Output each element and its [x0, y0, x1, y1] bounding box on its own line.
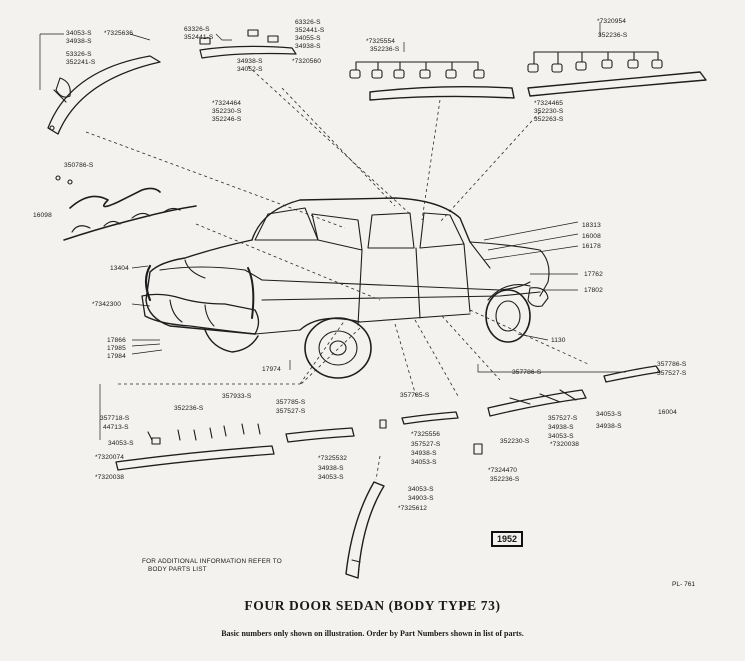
page-subtitle: Basic numbers only shown on illustration…: [221, 629, 524, 638]
part-label: 34053-S: [66, 30, 92, 37]
part-label: *7320038: [95, 474, 125, 481]
part-label: 34052-S: [237, 66, 263, 73]
part-label: 34938-S: [66, 38, 92, 45]
part-label: 16178: [582, 243, 601, 250]
part-label: *7324465: [534, 100, 564, 107]
part-label: 352236-S: [370, 46, 400, 53]
fender-molding-right: [603, 365, 661, 383]
part-label: 357933-S: [222, 393, 252, 400]
part-label: *7320038: [550, 441, 580, 448]
part-label: 34053-S: [408, 486, 434, 493]
part-label: 16098: [33, 212, 52, 219]
part-label: 357527-S: [411, 441, 441, 448]
part-label: 350786-S: [64, 162, 94, 169]
part-label: 44713-S: [103, 424, 129, 431]
sill-molding-right: [487, 389, 587, 417]
part-label: 352241-S: [66, 59, 96, 66]
part-label: 34938-S: [548, 424, 574, 431]
part-label: 357785-S: [276, 399, 306, 406]
part-label: *7325556: [411, 431, 441, 438]
part-label: 352230-S: [534, 108, 564, 115]
part-label: 17984: [107, 353, 126, 360]
part-label: 17802: [584, 287, 603, 294]
part-label: 34053-S: [318, 474, 344, 481]
part-label: 352441-S: [184, 34, 214, 41]
part-label: *7325612: [398, 505, 428, 512]
year-badge: 1952: [491, 531, 524, 547]
part-label: 53326-S: [66, 51, 92, 58]
plate-number: PL- 761: [672, 581, 696, 588]
pillar-molding: [345, 481, 385, 579]
part-label: 352230-S: [500, 438, 530, 445]
reveal-molding-center: [349, 61, 515, 101]
part-label: 17974: [262, 366, 281, 373]
part-label: 17985: [107, 345, 126, 352]
part-label: 16004: [658, 409, 677, 416]
part-label: 34938-S: [318, 465, 344, 472]
door-molding-rear: [285, 427, 355, 443]
door-molding-front: [401, 411, 459, 425]
part-label: 34053-S: [596, 411, 622, 418]
part-label: 357527-S: [548, 415, 578, 422]
part-label: 17866: [107, 337, 126, 344]
part-label: 34053-S: [411, 459, 437, 466]
part-label: 34938-S: [295, 43, 321, 50]
part-label: 357527-S: [276, 408, 306, 415]
part-label: *7342300: [92, 301, 122, 308]
reference-note-2: BODY PARTS LIST: [148, 566, 207, 573]
part-label: 63326-S: [295, 19, 321, 26]
part-label: 13404: [110, 265, 129, 272]
part-label: 34938-S: [596, 423, 622, 430]
part-label: 34938-S: [411, 450, 437, 457]
part-label: 34903-S: [408, 495, 434, 502]
part-label: *7325636: [104, 30, 134, 37]
part-label: 352236-S: [174, 405, 204, 412]
reveal-molding-right: [527, 51, 707, 97]
part-label: *7324464: [212, 100, 242, 107]
part-label: 352441-S: [295, 27, 325, 34]
part-label: 357785-S: [400, 392, 430, 399]
part-label: *7325554: [366, 38, 396, 45]
part-label: 352236-S: [490, 476, 520, 483]
windshield-molding-left: [47, 55, 161, 135]
part-label: 352246-S: [212, 116, 242, 123]
part-label: *7320954: [597, 18, 627, 25]
part-label: 352236-S: [598, 32, 628, 39]
part-label: 18313: [582, 222, 601, 229]
part-label: 17762: [584, 271, 603, 278]
part-label: 34938-S: [237, 58, 263, 65]
part-label: *7320560: [292, 58, 322, 65]
part-label: 357786-S: [657, 361, 687, 368]
part-label: 357786-S: [512, 369, 542, 376]
part-label: 352230-S: [212, 108, 242, 115]
part-label: *7320074: [95, 454, 125, 461]
part-label: 357527-S: [657, 370, 687, 377]
part-label: 357718-S: [100, 415, 130, 422]
part-label: *7324470: [488, 467, 518, 474]
clips: [151, 419, 483, 455]
reference-note: FOR ADDITIONAL INFORMATION REFER TO: [142, 558, 282, 565]
quarter-molding: [115, 423, 275, 471]
part-label: 63326-S: [184, 26, 210, 33]
part-label: 34053-S: [108, 440, 134, 447]
script-nameplate: [55, 175, 197, 241]
car-body: [141, 197, 550, 379]
part-label: *7325532: [318, 455, 348, 462]
molding-strip-a: [199, 29, 297, 59]
page-title: FOUR DOOR SEDAN (BODY TYPE 73): [244, 598, 501, 613]
part-label: 16008: [582, 233, 601, 240]
part-label: 352263-S: [534, 116, 564, 123]
part-label: 1130: [551, 337, 566, 344]
part-label: 34055-S: [295, 35, 321, 42]
part-label: 34053-S: [548, 433, 574, 440]
